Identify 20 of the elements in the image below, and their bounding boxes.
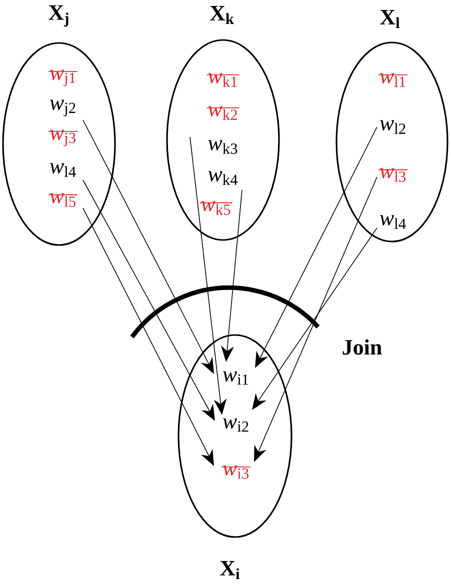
crossed-out-label: w$_{k5}$	[199, 201, 233, 215]
crossed-out-label: w$_{l1}$	[378, 73, 408, 87]
set-label: X$_{j}$	[48, 5, 68, 27]
set-label: X$_{l}$	[380, 10, 400, 28]
arrow	[252, 228, 378, 410]
set-label: X$_{i}$	[220, 561, 240, 579]
crossed-out-label: w$_{k1}$	[206, 73, 240, 87]
element-label: w$_{k3}$	[208, 140, 238, 154]
element-label: w$_{l4}$	[380, 215, 406, 229]
set-label: X$_{k}$	[210, 6, 234, 24]
element-label: w$_{l2}$	[380, 120, 406, 134]
crossed-out-label: w$_{j1}$	[48, 70, 78, 86]
element-label: w$_{j2}$	[50, 100, 76, 116]
crossed-out-label: w$_{k2}$	[206, 106, 240, 120]
element-label: w$_{k4}$	[208, 171, 238, 185]
element-label: w$_{i2}$	[222, 418, 248, 432]
element-label: w$_{i1}$	[222, 371, 248, 385]
crossed-out-label: w$_{j3}$	[48, 130, 78, 146]
element-label: w$_{l4}$	[50, 163, 76, 177]
text-label: Join	[342, 339, 382, 355]
